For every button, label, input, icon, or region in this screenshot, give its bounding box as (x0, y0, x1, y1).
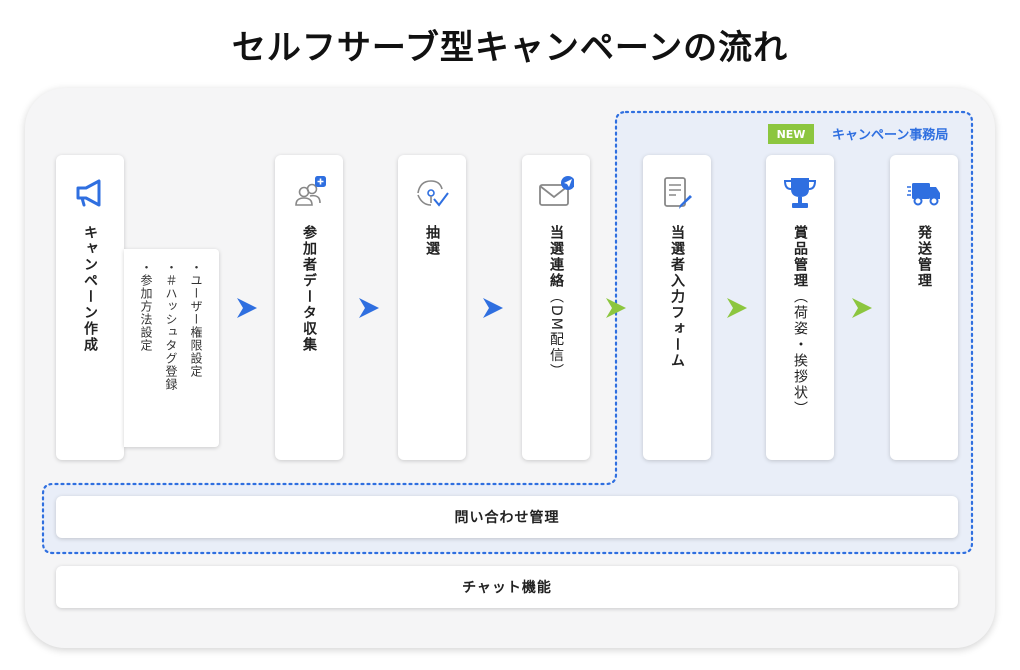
step-label-sub: （DM配信） (548, 289, 564, 380)
arrow-right-icon (483, 298, 503, 318)
megaphone-icon (76, 179, 101, 207)
arrow-right-icon (727, 298, 747, 318)
step-label: 参加者データ収集 (301, 225, 317, 353)
step-label-sub: （荷姿・挨拶状） (792, 289, 808, 417)
step-data-collection: 参加者データ収集 (275, 155, 343, 460)
step-label-main: 賞品管理 (792, 225, 808, 289)
form-edit-icon (664, 177, 692, 209)
arrow-right-icon (359, 298, 379, 318)
step-label-main: 当選連絡 (548, 225, 564, 289)
users-plus-icon (295, 176, 326, 206)
step-winner-notice: 当選連絡（DM配信） (522, 155, 590, 460)
arrow-right-icon (606, 298, 626, 318)
sub-item: ・ユーザー権限設定 (189, 261, 203, 378)
step-winner-form: 当選者入力フォーム (643, 155, 711, 460)
step-label: 当選者入力フォーム (669, 225, 685, 369)
step-label: 発送管理 (916, 225, 932, 289)
inquiry-management-bar: 問い合わせ管理 (56, 496, 958, 538)
step-prize-management: 賞品管理（荷姿・挨拶状） (766, 155, 834, 460)
step-campaign-create: キャンペーン作成 (56, 155, 124, 460)
truck-icon (907, 183, 940, 206)
step-label: キャンペーン作成 (82, 225, 98, 353)
arrow-right-icon (852, 298, 872, 318)
step-label: 当選連絡（DM配信） (546, 225, 566, 380)
trophy-icon (783, 178, 817, 208)
sub-item: ・＃ハッシュタグ登録 (164, 261, 178, 391)
mail-send-icon (539, 176, 574, 206)
sub-item: ・参加方法設定 (139, 261, 153, 352)
chat-function-bar: チャット機能 (56, 566, 958, 608)
new-badge: NEW (768, 124, 814, 144)
step-shipping-management: 発送管理 (890, 155, 958, 460)
step-label: 抽選 (424, 225, 440, 257)
lottery-icon (417, 180, 449, 207)
step-label: 賞品管理（荷姿・挨拶状） (790, 225, 810, 417)
arrow-right-icon (237, 298, 257, 318)
step-lottery: 抽選 (398, 155, 466, 460)
step-subitems-card: ・ユーザー権限設定 ・＃ハッシュタグ登録 ・参加方法設定 (124, 249, 219, 447)
region-label: キャンペーン事務局 (832, 128, 949, 143)
page-title: セルフサーブ型キャンペーンの流れ (231, 28, 789, 68)
